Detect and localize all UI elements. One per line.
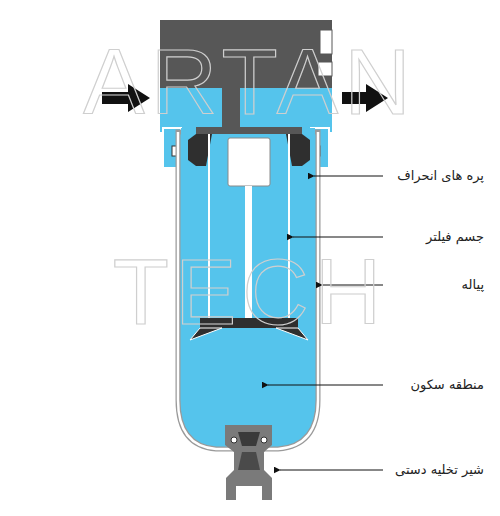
part-label: پره های انحراف bbox=[397, 167, 484, 185]
watermark: ARTAN bbox=[0, 34, 500, 130]
drain-plunger bbox=[238, 452, 260, 470]
deflector-vane bbox=[188, 134, 196, 166]
part-label: پیاله bbox=[462, 276, 484, 294]
drain-seal bbox=[231, 437, 237, 443]
leader-line bbox=[280, 470, 383, 471]
watermark: TECH bbox=[0, 244, 500, 340]
leader-line bbox=[293, 237, 383, 238]
drain-valve bbox=[225, 425, 272, 500]
leader-line bbox=[268, 385, 383, 386]
deflector-vane bbox=[302, 134, 310, 166]
drain-seat bbox=[238, 432, 260, 446]
part-label: جسم فیلتر bbox=[426, 228, 484, 246]
leader-line bbox=[314, 176, 383, 177]
part-label: شیر تخلیه دستی bbox=[395, 461, 484, 479]
filter-cylinder bbox=[228, 138, 270, 186]
part-label: منطقه سکون bbox=[410, 376, 484, 394]
drain-seal bbox=[261, 437, 267, 443]
